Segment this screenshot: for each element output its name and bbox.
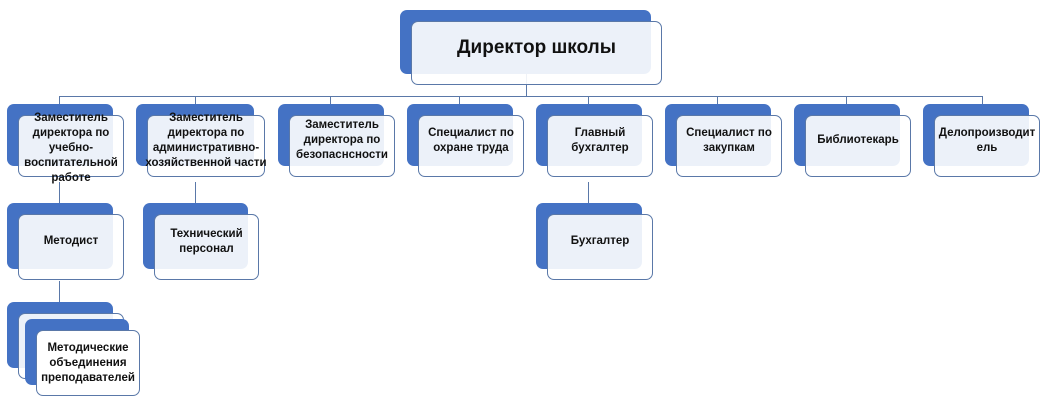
node-label: Библиотекарь — [817, 134, 899, 146]
connector — [59, 182, 60, 204]
node-deputy-security: Заместитель директора по безопаснсности — [278, 104, 395, 177]
node-label: Технический персонал — [170, 227, 243, 255]
node-front — [289, 115, 395, 177]
node-front — [411, 21, 662, 85]
node-label: Методические объединения преподавателей — [41, 341, 135, 384]
connector — [59, 96, 60, 105]
node-front — [805, 115, 911, 177]
node-front — [154, 214, 259, 280]
node-label: Заместитель директора по безопаснсности — [296, 119, 388, 161]
node-methodist: Методист — [7, 203, 124, 280]
node-front — [147, 115, 265, 177]
connector — [588, 182, 589, 204]
node-label: Методист — [43, 235, 99, 247]
node-front — [418, 115, 524, 177]
node-deputy-education: Заместитель директора по учебно-воспитат… — [7, 104, 124, 184]
connector — [526, 73, 527, 97]
node-tech-staff: Технический персонал — [143, 203, 259, 280]
node-label: Директор школы — [457, 36, 616, 58]
connector — [717, 96, 718, 105]
node-label: Заместитель директора по учебно-воспитат… — [24, 112, 118, 184]
node-front — [18, 115, 124, 177]
node-label: Делопроизводитель — [938, 126, 1036, 154]
node-deputy-admin: Заместитель директора по административно… — [136, 104, 267, 177]
node-chief-accountant: Главный бухгалтер — [536, 104, 653, 177]
node-label: Заместитель директора по административно… — [145, 111, 267, 169]
node-front — [676, 115, 782, 177]
node-accountant: Бухгалтер — [536, 203, 653, 280]
node-label: Специалист по охране труда — [428, 126, 514, 154]
connector — [59, 281, 60, 303]
node-director: Директор школы — [400, 10, 662, 85]
connector — [330, 96, 331, 105]
node-labor-safety: Специалист по охране труда — [407, 104, 524, 177]
connector — [846, 96, 847, 105]
node-label: Бухгалтер — [570, 235, 630, 247]
node-front — [36, 330, 140, 396]
node-label: Специалист по закупкам — [686, 126, 772, 154]
node-procurement: Специалист по закупкам — [665, 104, 782, 177]
connector — [59, 96, 983, 97]
connector — [982, 96, 983, 105]
node-librarian: Библиотекарь — [794, 104, 911, 177]
connector — [459, 96, 460, 105]
node-front — [547, 214, 653, 280]
node-method-groups: Методические объединения преподавателей — [25, 319, 140, 396]
connector — [195, 96, 196, 105]
node-front — [18, 214, 124, 280]
node-clerk: Делопроизводитель — [923, 104, 1040, 177]
node-front — [934, 115, 1040, 177]
node-front — [547, 115, 653, 177]
connector — [195, 182, 196, 204]
node-label: Главный бухгалтер — [571, 126, 629, 154]
connector — [588, 96, 589, 105]
